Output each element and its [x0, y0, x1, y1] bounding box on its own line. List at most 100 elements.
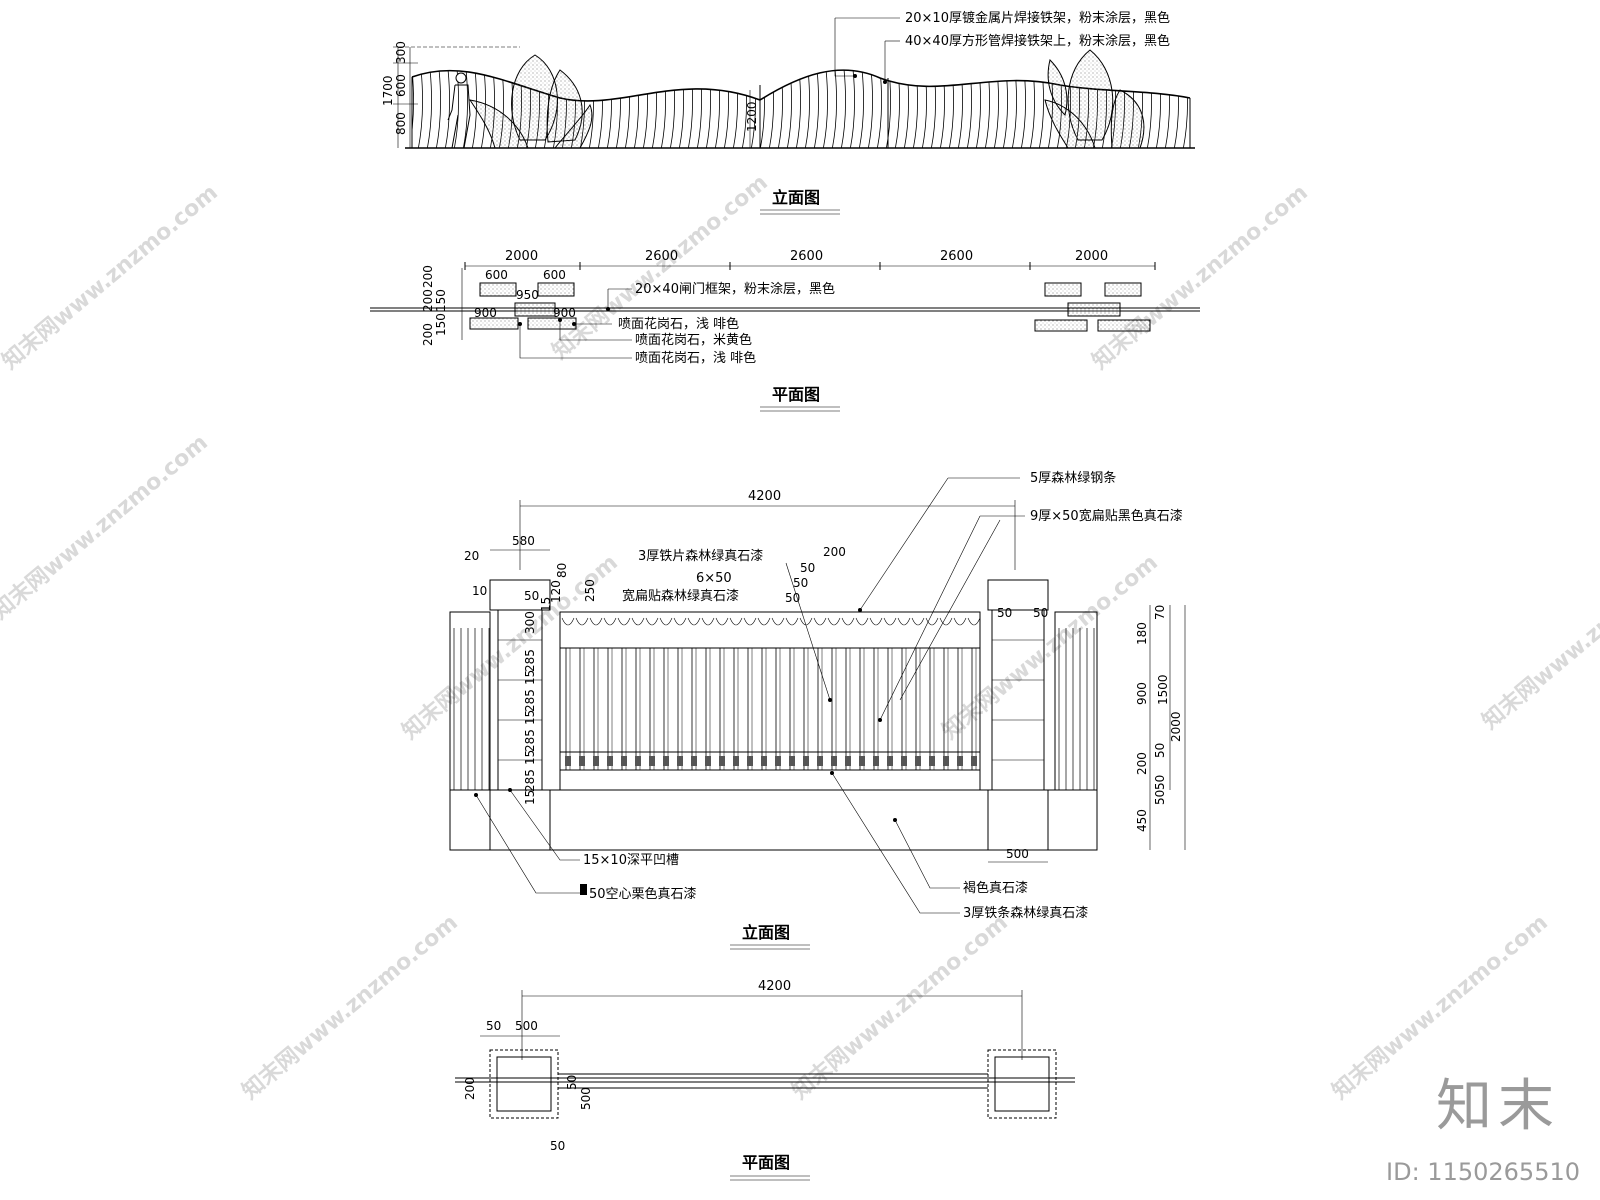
watermarks: 知末网www.znzmo.com 知末网www.znzmo.com 知末网www…	[0, 169, 1600, 1104]
elevation-1: 1700 600 300 800 1200 20×10厚镀金属片焊接铁架，粉末涂…	[381, 10, 1195, 215]
dim: 15	[539, 597, 553, 612]
dim-600: 600	[543, 268, 566, 282]
elevation-1-title: 立面图	[772, 188, 820, 207]
vdim: 150	[434, 313, 448, 336]
hatch-line	[606, 70, 612, 148]
hatch-line	[489, 70, 495, 148]
gate-ornament	[617, 617, 631, 626]
dim-300: 300	[394, 41, 408, 64]
gate-ornament	[883, 617, 897, 626]
left-dims: 285 15 285 15 285 15 285 15	[523, 649, 537, 805]
hatch-line	[840, 70, 846, 148]
callout-steel-bar: 5厚森林绿钢条	[1030, 470, 1116, 486]
dim: 285	[523, 649, 537, 672]
dim: 300	[523, 611, 537, 634]
gate-ornament	[589, 617, 603, 626]
hatch-line	[921, 70, 927, 148]
hatch-line	[975, 70, 981, 148]
gate-ornament	[631, 617, 645, 626]
callout-iron-sheet: 3厚铁片森林绿真石漆	[638, 548, 763, 564]
hatch-line	[1020, 70, 1026, 148]
dim: 450	[1135, 809, 1149, 832]
dim: 15	[523, 790, 537, 805]
plan-2: 4200 50 500 200 50 500 50 平面图	[455, 979, 1075, 1181]
gate-bar-foot	[887, 756, 893, 766]
gate-bar-foot	[635, 756, 641, 766]
watermark-text: 知末网www.znzmo.com	[937, 549, 1163, 744]
gate-ornament	[869, 617, 883, 626]
hatch-line	[642, 70, 648, 148]
dim: 180	[1135, 622, 1149, 645]
base-plinth	[449, 789, 1098, 851]
watermark-text: 知末网www.znzmo.com	[1477, 539, 1600, 734]
dim: 250	[583, 579, 597, 602]
gate-ornament	[855, 617, 869, 626]
callout-granite-2: 喷面花岗石，米黄色	[635, 332, 752, 348]
plant-right	[1044, 49, 1145, 149]
hatch-line	[678, 70, 684, 148]
callout-granite-1: 喷面花岗石，浅 啡色	[618, 316, 739, 332]
watermark-text: 知末网www.znzmo.com	[1087, 179, 1313, 374]
dim: 285	[523, 769, 537, 792]
gate-ornament	[939, 617, 953, 626]
hatch-line	[696, 70, 702, 148]
gate-bar-foot	[873, 756, 879, 766]
hatch-line	[777, 70, 783, 148]
hatch-line	[462, 70, 468, 148]
hatch-line	[723, 70, 729, 148]
gate-bar-foot	[579, 756, 585, 766]
callout-granite-3: 喷面花岗石，浅 啡色	[635, 350, 756, 366]
dim-900: 900	[553, 306, 576, 320]
gate-ornament	[925, 617, 939, 626]
gate-ornament	[575, 617, 589, 626]
callout-brown: 褐色真石漆	[963, 880, 1028, 896]
hatch-line	[1146, 70, 1152, 148]
watermark-text: 知末网www.znzmo.com	[0, 179, 223, 374]
gate-ornament	[743, 617, 757, 626]
hatch-line	[912, 70, 918, 148]
dim: 50	[565, 1075, 579, 1090]
dim: 15	[523, 750, 537, 765]
dim-600: 600	[485, 268, 508, 282]
hatch-line	[669, 70, 675, 148]
span-dim: 2000	[505, 249, 538, 264]
hatch-line	[660, 70, 666, 148]
callout-groove: 15×10深平凹槽	[583, 853, 679, 868]
dim: 500	[515, 1019, 538, 1033]
dim: 50	[1153, 790, 1167, 805]
gate-bar-foot	[817, 756, 823, 766]
hatch-line	[831, 70, 837, 148]
gate-ornament	[785, 617, 799, 626]
gate-ornament	[701, 617, 715, 626]
hatch-line	[444, 70, 450, 148]
hatch-line	[426, 70, 432, 148]
hatch-line	[822, 70, 828, 148]
hatch-line	[597, 70, 603, 148]
hatch-line	[400, 60, 405, 150]
callout-6x50: 6×50	[696, 571, 732, 586]
overall-4200: 4200	[748, 489, 781, 504]
vdim: 150	[434, 289, 448, 312]
hatch-line	[732, 70, 738, 148]
hatch-line	[417, 70, 423, 148]
hatch-line	[804, 70, 810, 148]
hatch-line	[948, 70, 954, 148]
span-dim: 2600	[790, 249, 823, 264]
gate-ornament	[659, 617, 673, 626]
hatch-line	[741, 70, 747, 148]
gate-ornament	[645, 617, 659, 626]
hatch-line	[615, 70, 621, 148]
gate-bar-foot	[663, 756, 669, 766]
right-dims: 70 180 900 1500 2000 200 50 50 450 50	[1135, 605, 1186, 850]
hatch-line	[876, 70, 882, 148]
dim: 50	[550, 1139, 565, 1153]
hatch-line	[759, 70, 765, 148]
hatch-line	[1155, 70, 1161, 148]
hatch-line	[651, 70, 657, 148]
plan-1-title: 平面图	[772, 385, 820, 404]
hatch-line	[1029, 70, 1035, 148]
dim: 50	[793, 576, 808, 590]
span-dim: 2600	[940, 249, 973, 264]
dim: 120	[549, 580, 563, 603]
